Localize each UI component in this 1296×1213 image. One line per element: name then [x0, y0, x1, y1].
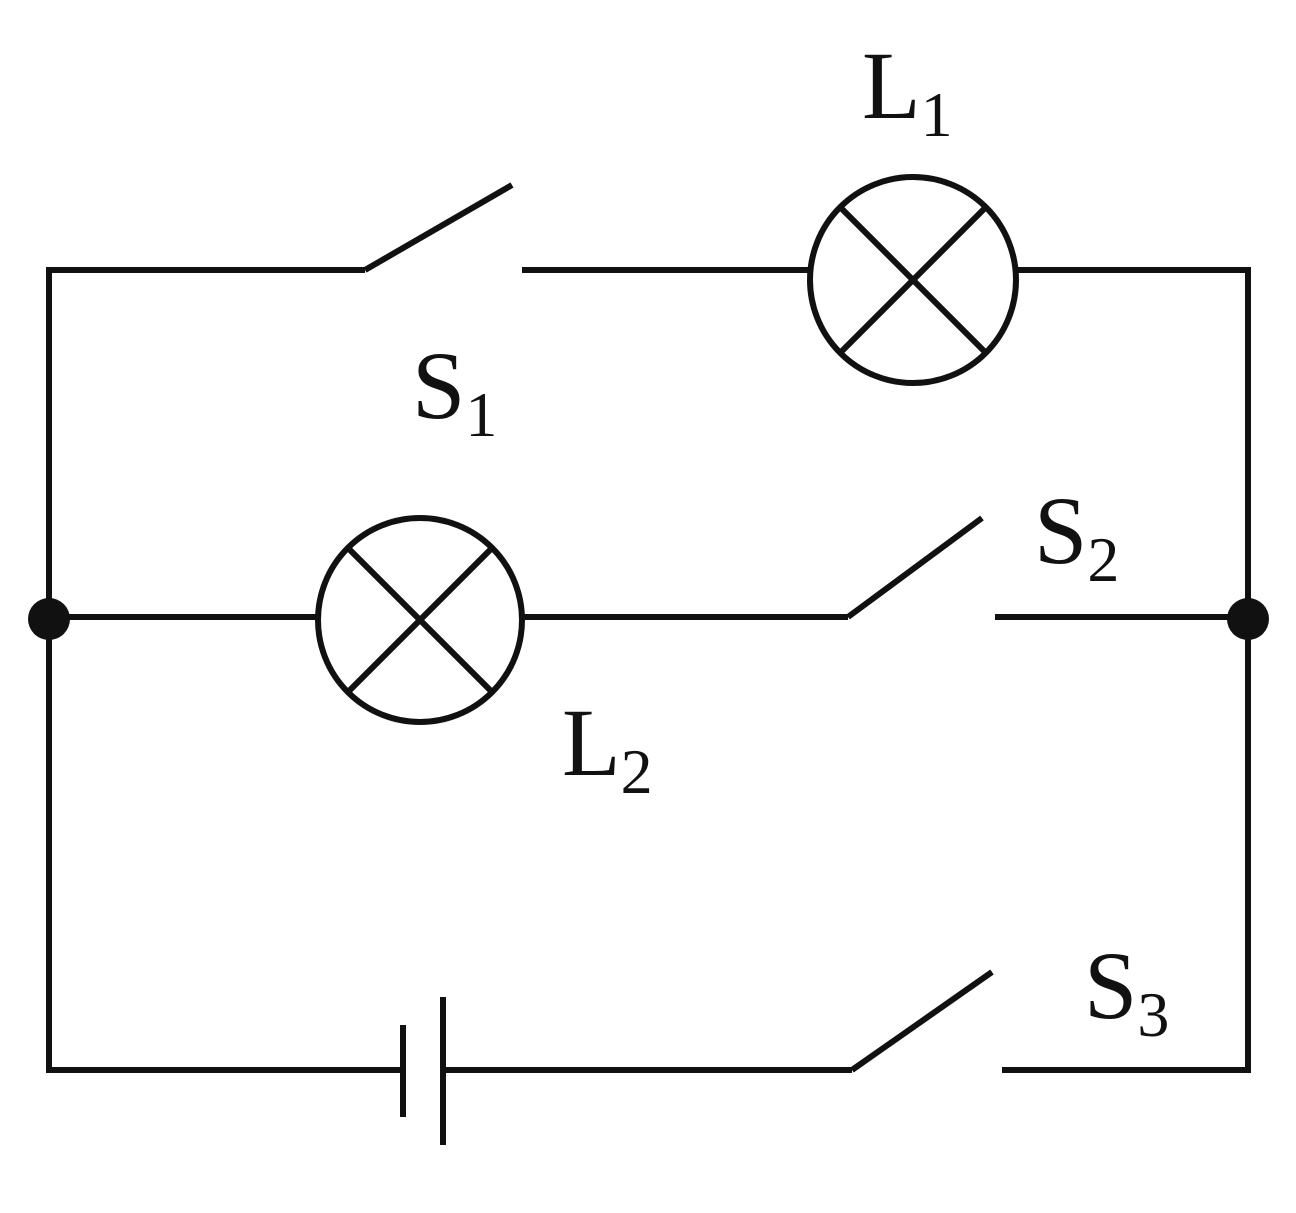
label-l2-index: 2: [621, 736, 653, 807]
label-s2: S2: [1034, 477, 1119, 595]
label-l2-letter: L: [562, 689, 621, 796]
lamp-l2[interactable]: [315, 515, 525, 725]
label-l1: L1: [862, 32, 953, 150]
label-s1-index: 1: [465, 379, 497, 450]
label-s3-index: 3: [1137, 979, 1169, 1050]
label-s1: S1: [412, 332, 497, 450]
switch-s1-blade[interactable]: [363, 182, 514, 273]
label-s3-letter: S: [1084, 932, 1137, 1039]
battery[interactable]: [400, 997, 446, 1145]
label-l2: L2: [562, 689, 653, 807]
lamp-l1-cross-b: [837, 204, 989, 356]
junction-right: [1227, 598, 1269, 640]
label-s2-letter: S: [1034, 477, 1087, 584]
junction-left: [28, 598, 70, 640]
label-l1-index: 1: [921, 79, 953, 150]
label-s2-index: 2: [1087, 524, 1119, 595]
switch-s3-blade[interactable]: [850, 969, 994, 1073]
label-s1-letter: S: [412, 332, 465, 439]
label-s3: S3: [1084, 932, 1169, 1050]
switch-s2-blade[interactable]: [846, 515, 984, 620]
lamp-l2-cross-b: [345, 545, 495, 695]
label-l1-letter: L: [862, 32, 921, 139]
lamp-l1[interactable]: [807, 174, 1019, 386]
